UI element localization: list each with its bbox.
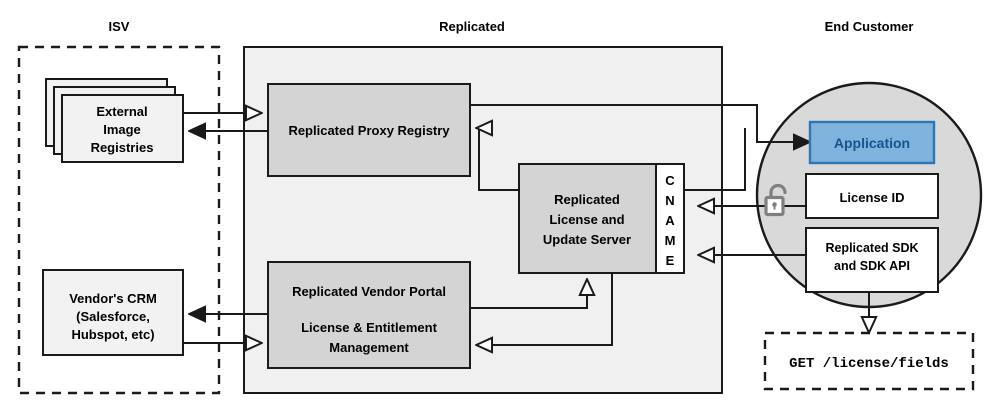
cname-letter-c: C — [665, 173, 675, 188]
registry-stack-front — [61, 94, 184, 163]
replicated-vendor-portal-label-line-2: License & Entitlement — [301, 320, 437, 335]
license-id-label: License ID — [839, 190, 904, 205]
replicated-sdk-label-line-2: and SDK API — [834, 259, 910, 273]
replicated-license-and-update-server-label-line-2: License and — [549, 212, 624, 227]
external-image-registries-label-line-3: Registries — [91, 140, 154, 155]
replicated-license-and-update-server[interactable]: Replicated License and Update Server C N… — [518, 163, 685, 274]
section-title-end-customer: End Customer — [825, 19, 914, 34]
replicated-sdk-box — [805, 227, 939, 293]
vendors-crm-label-line-1: Vendor's CRM — [69, 291, 157, 306]
cname-letter-a: A — [665, 213, 675, 228]
replicated-license-and-update-server-label-line-1: Replicated — [554, 192, 620, 207]
replicated-proxy-registry-box — [267, 83, 471, 177]
cname-letter-e: E — [666, 253, 675, 268]
replicated-vendor-portal[interactable]: Replicated Vendor Portal License & Entit… — [267, 261, 471, 369]
replicated-proxy-registry-label: Replicated Proxy Registry — [288, 123, 450, 138]
replicated-license-and-update-server-label-line-3: Update Server — [543, 232, 631, 247]
external-image-registries[interactable]: External Image Registries — [45, 78, 184, 163]
replicated-sdk[interactable]: Replicated SDK and SDK API — [805, 227, 939, 293]
isv-boundary — [17, 45, 221, 395]
cname-strip[interactable] — [655, 163, 685, 274]
license-id-box — [805, 173, 939, 219]
vendors-crm[interactable]: Vendor's CRM (Salesforce, Hubspot, etc) — [42, 269, 184, 356]
cname-letter-m: M — [665, 233, 676, 248]
connector-vendor-portal-to-license-server — [470, 279, 587, 309]
vendors-crm-label-line-2: (Salesforce, — [76, 309, 150, 324]
license-id[interactable]: License ID — [805, 173, 939, 219]
external-image-registries-label-line-2: Image — [103, 122, 141, 137]
replicated-vendor-portal-label-line-3: Management — [329, 340, 409, 355]
replicated-sdk-label-line-1: Replicated SDK — [825, 241, 918, 255]
unlocked-padlock-icon — [764, 183, 787, 217]
cname-letter-n: N — [665, 193, 674, 208]
application[interactable]: Application — [808, 120, 936, 165]
replicated-vendor-portal-box — [267, 261, 471, 369]
api-call-box[interactable]: GET /license/fields — [763, 331, 975, 391]
connector-proxy-to-application — [470, 104, 810, 142]
replicated-proxy-registry[interactable]: Replicated Proxy Registry — [267, 83, 471, 177]
api-call-boundary — [763, 331, 975, 391]
section-title-replicated: Replicated — [439, 19, 505, 34]
application-label: Application — [834, 135, 910, 151]
connector-license-server-to-vendor-portal — [476, 273, 613, 345]
application-box — [808, 120, 936, 165]
replicated-vendor-portal-label-line-1: Replicated Vendor Portal — [292, 284, 446, 299]
external-image-registries-label-line-1: External — [96, 104, 147, 119]
vendors-crm-box — [42, 269, 184, 356]
connector-application-to-proxy — [476, 128, 746, 191]
section-title-isv: ISV — [109, 19, 130, 34]
api-call-label: GET /license/fields — [789, 356, 949, 372]
vendors-crm-label-line-3: Hubspot, etc) — [71, 327, 154, 342]
